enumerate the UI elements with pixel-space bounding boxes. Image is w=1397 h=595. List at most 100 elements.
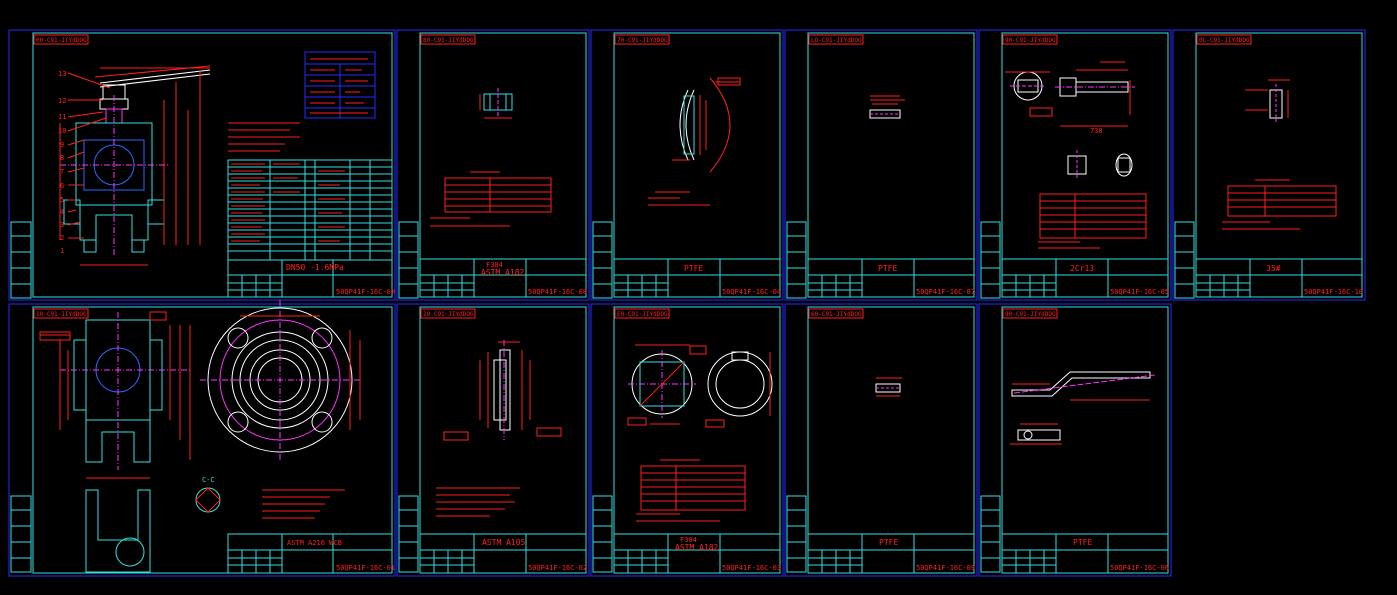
revision-strip-p03: [592, 495, 613, 573]
stamp-assembly: 00-C91-JIYdDOG: [36, 37, 87, 44]
balloon-6: 6: [60, 182, 64, 190]
sheet-border-p07: [784, 29, 978, 301]
stamp-p07: LO-C91-JIYdDOG: [811, 37, 862, 44]
stamp-p09: 60-C91-JIYdDOG: [811, 311, 862, 318]
balloon-3: 3: [60, 221, 64, 229]
part-08-view: [430, 88, 552, 227]
sheet-frame-p01: [32, 306, 393, 574]
section-label-p01: C-C: [202, 476, 215, 484]
part-01-view: [39, 300, 361, 573]
stamp-p08: 80-C91-JIYdDOG: [423, 37, 474, 44]
balloon-5: 5: [60, 196, 64, 204]
part-07-view: [869, 95, 905, 119]
revision-strip-p08: [398, 221, 419, 299]
revision-strip-p04: [592, 221, 613, 299]
stamp-p03: E0-C91-JIYdDOG: [617, 311, 668, 318]
title-block-p01: [227, 533, 393, 574]
stamp-boxes: [33, 34, 1252, 319]
material-line1-p08: F304: [486, 261, 503, 269]
revision-strips: [10, 221, 1195, 573]
revision-strip-p10: [1174, 221, 1195, 299]
revision-strip-p07: [786, 221, 807, 299]
material-assembly: DN50 -1.6MPa: [286, 263, 344, 272]
material-line1-p03: F304: [680, 536, 697, 544]
balloon-9: 9: [60, 141, 64, 149]
drawing-no-p01: 50QP41F-16C-01: [336, 564, 395, 572]
part-04-view: [648, 77, 741, 206]
part-03-view: [627, 344, 773, 522]
stamp-p01: 10-C91-JIYdDOG: [36, 311, 87, 318]
part-10-view: [1222, 79, 1337, 230]
part-09-view: [875, 377, 902, 397]
material-p08: ASTM A182: [481, 268, 525, 277]
sheet-border-p09: [784, 303, 978, 577]
sheet-border-p10: [1172, 29, 1366, 301]
title-block-p05: [1001, 258, 1169, 298]
stamp-p06: 90-C91-JIYdDOG: [1005, 311, 1056, 318]
title-blocks: [227, 258, 1363, 574]
stamp-p02: 20-C91-JIYdDOG: [423, 311, 474, 318]
stamp-p10: 0L-C91-JIYdDOG: [1199, 37, 1250, 44]
material-p01: ASTM A216 WCB: [287, 539, 342, 547]
sheet-border-p05: [978, 29, 1172, 301]
stamp-p04: 70-C91-JIYdDOG: [617, 37, 668, 44]
revision-strip-p05: [980, 221, 1001, 299]
drawing-no-p10: 50QP41F-16C-10: [1304, 288, 1363, 296]
sheet-border-p04: [590, 29, 784, 301]
revision-strip-p01: [10, 495, 32, 573]
balloon-2: 2: [60, 234, 64, 242]
balloon-13: 13: [58, 70, 66, 78]
part-06-view: [1010, 371, 1156, 445]
material-p03: ASTM A182: [675, 543, 719, 552]
title-block-p04: [613, 258, 781, 298]
material-p04: PTFE: [684, 264, 703, 273]
material-p07: PTFE: [878, 264, 897, 273]
balloon-11: 11: [58, 113, 66, 121]
dim-738-p05: 738: [1090, 127, 1103, 135]
part-05-view: [1005, 61, 1147, 249]
revision-strip-assembly: [10, 221, 32, 299]
balloon-8: 8: [60, 154, 64, 162]
title-block-p03: [613, 533, 781, 574]
material-p10: 35#: [1266, 264, 1281, 273]
sheet-border-p02: [396, 303, 590, 577]
revision-strip-p06: [980, 495, 1001, 573]
balloon-4: 4: [60, 208, 64, 216]
material-p05: 2Cr13: [1070, 264, 1094, 273]
title-block-p02: [419, 533, 587, 574]
drawing-no-p09: 50QP41F-16C-09: [916, 564, 975, 572]
drawing-no-p06: 50QP41F-16C-06: [1110, 564, 1169, 572]
part-02-view: [436, 340, 562, 517]
sheet-border-p03: [590, 303, 784, 577]
balloon-12: 12: [58, 97, 66, 105]
sheet-border-assembly: [8, 29, 396, 301]
balloon-7: 7: [60, 168, 64, 176]
title-block-p10: [1195, 258, 1363, 298]
stamp-p05: 90-C91-JIYdDOG: [1005, 37, 1056, 44]
drawing-no-p02: 50QP41F-16C-02: [528, 564, 587, 572]
drawing-no-p07: 50QP41F-16C-07: [916, 288, 975, 296]
title-block-p07: [807, 258, 975, 298]
drawing-no-assembly: 50QP41F-16C-00: [336, 288, 395, 296]
material-p02: ASTM A105: [482, 538, 526, 547]
drawing-no-p04: 50QP41F-16C-04: [722, 288, 781, 296]
revision-strip-p09: [786, 495, 807, 573]
title-block-p09: [807, 533, 975, 574]
assembly-balloons: 13 12 11 10 9 8 7 6 5 4 3 2 1: [58, 70, 66, 255]
drawing-no-p05: 50QP41F-16C-05: [1110, 288, 1169, 296]
title-block-p08: [419, 258, 587, 298]
title-block-p06: [1001, 533, 1169, 574]
material-p09: PTFE: [879, 538, 898, 547]
sheet-texts: 00-C91-JIYdDOG DN50 -1.6MPa 50QP41F-16C-…: [36, 37, 1363, 572]
drawing-no-p08: 50QP41F-16C-08: [528, 288, 587, 296]
balloon-10: 10: [58, 127, 66, 135]
drawing-no-p03: 50QP41F-16C-03: [722, 564, 781, 572]
balloon-1: 1: [60, 247, 64, 255]
sheet-border-p01: [8, 303, 396, 577]
material-p06: PTFE: [1073, 538, 1092, 547]
revision-strip-p02: [398, 495, 419, 573]
assembly-view: [59, 51, 393, 266]
sheet-border-p08: [396, 29, 590, 301]
sheet-border-p06: [978, 303, 1172, 577]
